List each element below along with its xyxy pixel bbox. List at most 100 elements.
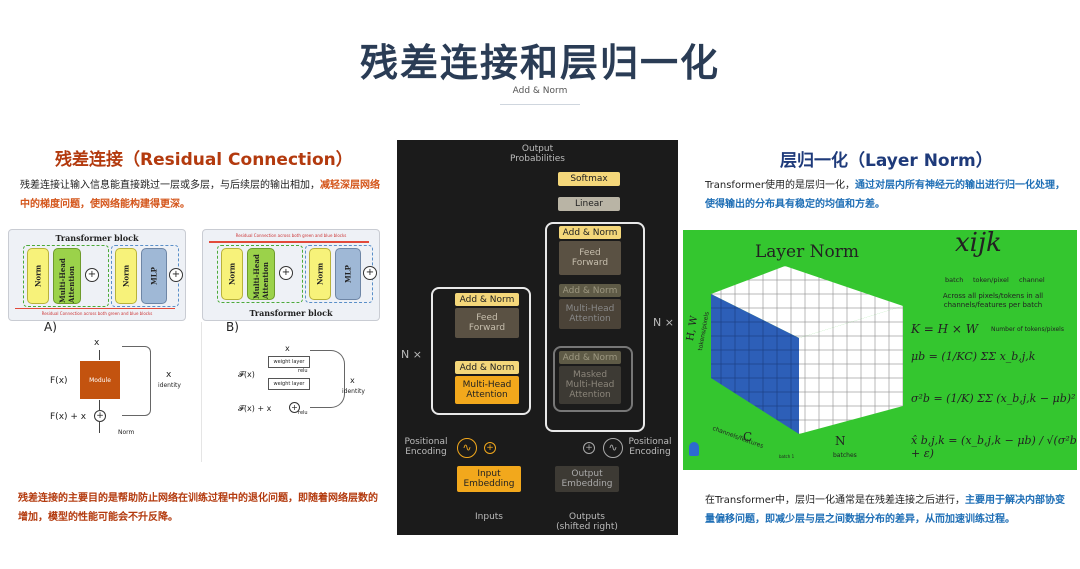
arch-enc-feed-forward: Feed Forward	[455, 308, 519, 338]
layernorm-conclusion-plain: 在Transformer中，层归一化通常是在残差连接之后进行，	[705, 495, 966, 506]
arch-plus-right-icon: +	[583, 442, 595, 454]
arch-input-embedding: Input Embedding	[457, 466, 521, 492]
transformer-architecture: Output Probabilities Softmax Linear N × …	[397, 140, 678, 535]
layernorm-illustration: Layer Norm H, W tokens/pixels C channels…	[683, 230, 1077, 470]
block-b-norm1: Norm	[221, 248, 243, 300]
module-a-arrow-mid	[99, 400, 100, 410]
arch-dec-feed-forward: Feed Forward	[559, 241, 621, 275]
block-a-title: Transformer block	[55, 233, 139, 243]
block-a-residual-line	[15, 308, 175, 309]
block-b-caption: Residual Connection across both green an…	[235, 233, 347, 238]
module-a-sum: F(x) + x	[50, 412, 87, 422]
block-b-residual-line	[209, 241, 369, 243]
module-b-sum: 𝓕(x) + x	[238, 404, 272, 413]
ln-person-icon	[689, 442, 699, 456]
module-a-box: Module	[80, 361, 120, 399]
residual-intro: 残差连接让输入信息能直接跳过一层或多层，与后续层的输出相加，减轻深层网络中的梯度…	[20, 176, 380, 214]
layernorm-intro: Transformer使用的是层归一化，通过对层内所有神经元的输出进行归一化处理…	[705, 176, 1065, 214]
arch-outputs: Outputs (shifted right)	[556, 512, 618, 532]
arch-output-probs: Output Probabilities	[510, 144, 565, 164]
arch-inputs: Inputs	[475, 512, 503, 522]
arch-enc-addnorm-bottom: Add & Norm	[455, 361, 519, 374]
residual-intro-plain: 残差连接让输入信息能直接跳过一层或多层，与后续层的输出相加，	[20, 180, 320, 191]
module-a-arrow-out	[99, 421, 100, 433]
page-title: 残差连接和层归一化	[359, 41, 720, 85]
module-b-skip-line	[310, 350, 345, 408]
residual-intro-highlight: 减轻深层网络中的梯度问题，使网络能构建得更深。	[20, 180, 380, 210]
module-a-identity: identity	[158, 382, 181, 389]
arch-dec-addnorm-top: Add & Norm	[559, 226, 621, 239]
module-a-fx: F(x)	[50, 376, 68, 386]
arch-decoder-frame	[545, 222, 645, 432]
module-b-plus-icon: +	[289, 402, 300, 413]
residual-conclusion: 残差连接的主要目的是帮助防止网络在训练过程中的退化问题，即随着网络层数的增加，模…	[18, 493, 378, 523]
ln-cube	[711, 266, 903, 434]
layernorm-intro-plain: Transformer使用的是层归一化，	[705, 180, 856, 191]
ln-across-text: Across all pixels/tokens in all channels…	[942, 292, 1044, 309]
ln-mu-formula: μb = (1/KC) ΣΣ x_b,j,k	[911, 350, 1036, 363]
module-b-fx: 𝓕(x)	[238, 370, 255, 379]
block-a-mlp: MLP	[141, 248, 167, 304]
block-a-plus2-icon: +	[169, 268, 183, 282]
module-b-relu2: relu	[298, 410, 308, 416]
arch-sine-right-icon: ∿	[603, 438, 623, 458]
ln-sigma-formula: σ²b = (1/K) ΣΣ (x_b,j,k − μb)²	[911, 392, 1076, 405]
module-a-arrow-in	[99, 350, 100, 360]
residual-section-title: 残差连接（Residual Connection）	[55, 150, 353, 170]
ln-c-label: C	[743, 430, 753, 444]
arch-decoder-nx: N ×	[653, 316, 674, 329]
arch-plus-left-icon: +	[484, 442, 496, 454]
arch-encoder-frame	[431, 287, 531, 415]
module-a-plus-icon: +	[94, 410, 106, 422]
module-b-x: x	[285, 344, 290, 353]
arch-sine-left-icon: ∿	[457, 438, 477, 458]
ln-batch-label: batch	[945, 276, 964, 284]
arch-pos-enc-left: Positional Encoding	[404, 437, 448, 457]
module-b-weight1: weight layer	[268, 356, 310, 368]
fig-b-label: B)	[226, 320, 239, 334]
ln-k-note: Number of tokens/pixels	[991, 326, 1064, 333]
ln-xijk: xijk	[955, 230, 1002, 258]
arch-enc-addnorm-top: Add & Norm	[455, 293, 519, 306]
arch-enc-mha: Multi-Head Attention	[455, 376, 519, 404]
residual-module-b: x weight layer 𝓕(x) relu weight layer 𝓕(…	[238, 344, 378, 424]
block-b-mlp: MLP	[335, 248, 361, 300]
arch-linear: Linear	[558, 197, 620, 211]
block-b-title: Transformer block	[249, 308, 333, 318]
ln-batch1-label: batch 1	[779, 454, 795, 459]
layernorm-intro-highlight: 通过对层内所有神经元的输出进行归一化处理，使得输出的分布具有稳定的均值和方差。	[705, 180, 1066, 210]
ln-token-label: token/pixel	[973, 276, 1009, 284]
block-a-norm1: Norm	[27, 248, 49, 304]
block-b-plus2-icon: +	[363, 266, 377, 280]
module-b-relu1: relu	[298, 368, 308, 374]
block-a-plus1-icon: +	[85, 268, 99, 282]
ln-channel-label: channel	[1019, 276, 1045, 284]
module-b-identity: identity	[342, 388, 365, 395]
block-a-footnote: Residual Connection across both green an…	[41, 311, 153, 316]
ln-xhat-formula: x̂ b,j,k = (x_b,j,k − μb) / √(σ²b + ε)	[911, 434, 1077, 460]
layernorm-conclusion-highlight: 主要用于解决内部协变量偏移问题，即减少层与层之间数据分布的差异，从而加速训练过程…	[705, 495, 1066, 525]
arch-encoder-nx: N ×	[401, 348, 422, 361]
page-subtitle: Add & Norm	[512, 86, 568, 96]
arch-dec-addnorm-bottom: Add & Norm	[559, 351, 621, 364]
layernorm-conclusion: 在Transformer中，层归一化通常是在残差连接之后进行，主要用于解决内部协…	[705, 491, 1067, 529]
module-b-identity-x: x	[350, 376, 355, 385]
module-b-weight2: weight layer	[268, 378, 310, 390]
ln-batches-label: batches	[833, 452, 857, 459]
module-a-norm: Norm	[118, 429, 135, 436]
ln-k-eq: K = H × W	[911, 322, 979, 336]
transformer-block-b: Residual Connection across both green an…	[202, 229, 380, 321]
block-b-mha: Multi-Head Attention	[247, 248, 275, 300]
module-a-identity-x: x	[166, 370, 172, 380]
block-b-norm2: Norm	[309, 248, 331, 300]
arch-dec-masked-frame	[553, 346, 633, 412]
module-a-x: x	[94, 338, 100, 348]
block-a-mha: Multi-Head Attention	[53, 248, 81, 304]
module-a-skip-line	[122, 346, 151, 416]
arch-dec-addnorm-mid: Add & Norm	[559, 284, 621, 297]
layernorm-section-title: 层归一化（Layer Norm）	[780, 151, 993, 171]
transformer-block-a: Transformer block Norm Multi-Head Attent…	[8, 229, 186, 321]
block-a-green-region	[23, 245, 109, 307]
block-a-norm2: Norm	[115, 248, 137, 304]
title-divider	[500, 104, 580, 105]
